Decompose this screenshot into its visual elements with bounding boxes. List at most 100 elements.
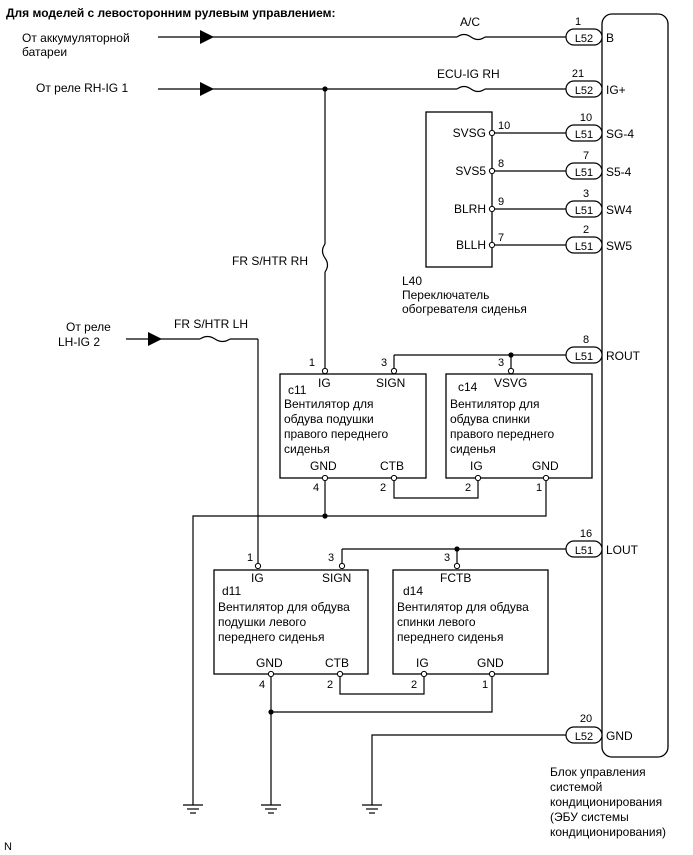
c14-pin-gnd-num: 1 [536,482,542,494]
ecu-terminal-name: SW5 [606,239,632,253]
c14-pin-vsvg-num: 3 [498,357,504,369]
d11-pin-ctb-num: 2 [327,679,333,691]
d14-pin-gnd [488,670,496,678]
corner-mark: N [4,841,12,853]
c11-desc-line4: сиденья [284,442,330,456]
fuse-fr-shtr-lh [199,335,231,343]
c14-pin-ig-num: 2 [465,482,471,494]
c11-pin-sign [390,367,398,375]
wire-ground-bus-upper [192,481,547,805]
wire-ground-bus-lower [271,677,493,713]
ecu-label-line2: системой [550,780,602,794]
ecu-terminal-num: 7 [583,150,589,162]
d11-pin-gnd [267,670,275,678]
ecu-terminal-name: IG+ [606,83,626,97]
d11-pin-ig [254,562,262,570]
c11-desc-line3: правого переднего [284,427,389,441]
d11-pin-ig-num: 1 [247,552,253,564]
d14-pin-ig-num: 2 [411,679,417,691]
ecu-terminal-b: 1 L52 B [565,16,614,46]
arrow-lh-ig2 [148,332,162,346]
ecu-box [601,13,669,758]
junction-ground-upper [322,513,328,519]
junction-ground-lower [268,709,274,715]
c14-pin-gnd [542,474,550,482]
c14-pin-vsvg [507,367,515,375]
ecu-label-line1: Блок управления [550,765,646,779]
c11-pin-gnd [321,474,329,482]
ecu-terminal-num: 3 [583,188,589,200]
ecu-terminal-num: 20 [580,713,592,725]
d11-box [213,569,369,675]
ecu-terminal-conn: L51 [575,351,593,363]
rh-ig1-label: От реле RH-IG 1 [36,81,128,95]
c14-pin-vsvg-label: VSVG [494,376,527,390]
d14-id: d14 [403,584,423,598]
ecu-label-line4: (ЭБУ системы [550,810,629,824]
switch-l40-id: L40 [402,274,422,288]
c14-pin-ig-label: IG [470,459,483,473]
fuse-ecu-ig-rh-label: ECU-IG RH [437,67,500,81]
d14-pin-gnd-label: GND [477,656,504,670]
ground-symbol-3 [362,804,382,814]
switch-pin-num: 10 [498,120,510,132]
ecu-terminal-gnd: 20 L52 GND [565,713,633,744]
switch-pin-name: BLLH [456,238,486,252]
switch-l40-label-line2: обогревателя сиденья [402,302,527,316]
ecu-terminal-conn: L51 [575,129,593,141]
c14-id: c14 [458,380,478,394]
c11-pin-ig [321,367,329,375]
c14-desc-line3: правого переднего [450,427,555,441]
switch-pin-svsg: SVSG 10 [453,120,566,140]
ecu-terminal-num: 1 [575,16,581,28]
arrow-battery [200,30,214,44]
junction-rout [508,352,514,358]
ecu-terminal-name: SW4 [606,203,632,217]
lh-ig2-label-line2: LH-IG 2 [58,335,100,349]
c11-pin-ig-num: 1 [309,357,315,369]
d11-pin-sign-label: SIGN [322,571,351,585]
d14-desc-line1: Вентилятор для обдува [397,600,529,614]
switch-l40-box [425,111,493,268]
c11-pin-sign-label: SIGN [376,376,405,390]
d14-pin-ig [420,670,428,678]
ecu-terminal-conn: L52 [575,85,593,97]
ecu-terminal-name: GND [606,729,633,743]
fuse-ac [456,33,486,41]
ecu-terminal-num: 2 [583,224,589,236]
lh-ig2-label-line1: От реле [66,320,111,334]
ecu-terminal-rout: 8 L51 ROUT [565,334,641,364]
d11-pin-gnd-num: 4 [259,679,265,691]
ecu-terminal-name: B [606,31,614,45]
battery-label-line2: батареи [22,45,67,59]
wire-ecu-gnd [371,734,566,805]
c11-desc-line2: обдува подушки [284,412,374,426]
ecu-terminal-num: 10 [580,112,592,124]
fuse-ac-label: A/C [460,15,480,29]
d14-pin-ig-label: IG [416,656,429,670]
ecu-terminal-sw5: 2 L51 SW5 [565,224,632,254]
c11-box [279,373,427,479]
ecu-terminal-conn: L51 [575,545,593,557]
d11-pin-sign [338,562,346,570]
switch-pin-num: 9 [498,196,504,208]
ecu-label-line3: кондиционирования [550,795,662,809]
ecu-terminal-num: 21 [572,68,584,80]
c11-pin-sign-num: 3 [381,357,387,369]
ground-symbol-2 [261,804,281,814]
c14-box [445,373,593,479]
switch-pin-svs5: SVS5 8 [455,158,566,178]
junction-lout [454,546,460,552]
wire-d11-ctb-to-d14-ig [339,677,425,695]
d11-desc-line2: подушки левого [218,615,307,629]
ground-symbol-1 [183,804,203,814]
c11-pin-ig-label: IG [318,376,331,390]
fuse-ecu-ig-rh [456,85,486,93]
c14-pin-ig [474,474,482,482]
fuse-fr-shtr-rh [321,243,329,273]
ecu-terminal-name: S5-4 [606,165,632,179]
ecu-terminal-conn: L52 [575,33,593,45]
d11-desc-line3: переднего сиденья [218,630,324,644]
wire-c11-ctb-to-c14-ig [393,481,479,499]
